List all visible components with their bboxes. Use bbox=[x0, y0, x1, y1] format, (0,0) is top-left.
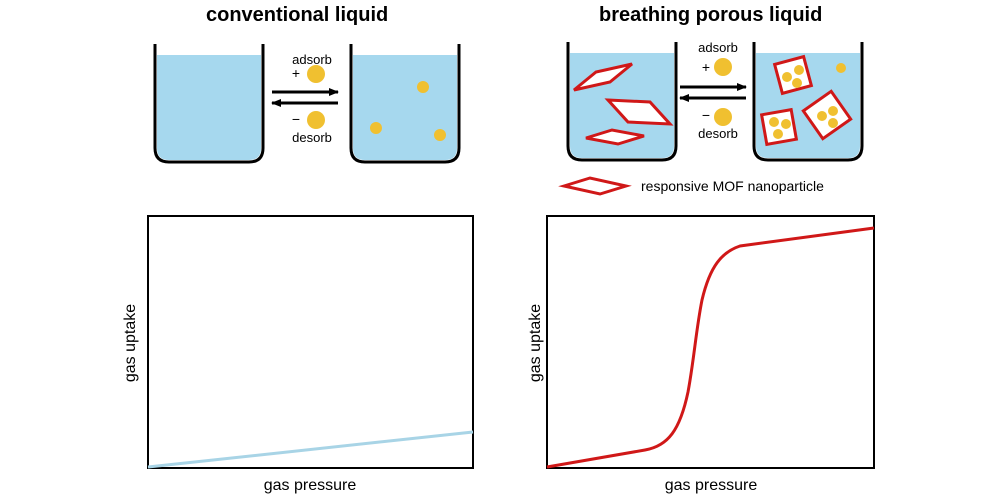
plus-sign-right: + bbox=[702, 59, 710, 75]
uptake-curve-left bbox=[147, 430, 474, 469]
conventional-liquid-title: conventional liquid bbox=[206, 4, 389, 26]
beaker-icon bbox=[349, 44, 461, 164]
legend-label: responsive MOF nanoparticle bbox=[641, 178, 824, 194]
gas-molecule-icon bbox=[307, 65, 325, 83]
gas-molecule-icon bbox=[370, 122, 382, 134]
y-axis-label-right: gas uptake bbox=[527, 304, 544, 382]
x-axis-label-left: gas pressure bbox=[264, 477, 357, 494]
desorb-label-right: desorb bbox=[698, 126, 738, 141]
mof-nanoparticle-icon bbox=[772, 54, 814, 96]
gas-molecule-icon bbox=[307, 111, 325, 129]
breathing-porous-liquid-title: breathing porous liquid bbox=[599, 4, 823, 26]
adsorb-label-left: adsorb bbox=[292, 52, 332, 67]
beaker-icon bbox=[153, 44, 265, 164]
adsorb-label-right: adsorb bbox=[698, 40, 738, 55]
minus-sign-left: − bbox=[292, 111, 300, 127]
minus-sign-right: − bbox=[702, 107, 710, 123]
mof-nanoparticle-icon bbox=[604, 98, 674, 126]
plus-sign-left: + bbox=[292, 65, 300, 81]
gas-molecule-icon bbox=[434, 129, 446, 141]
desorb-label-left: desorb bbox=[292, 130, 332, 145]
gas-molecule-icon bbox=[714, 108, 732, 126]
y-axis-label-left: gas uptake bbox=[122, 304, 139, 382]
plot-frame-left bbox=[147, 215, 474, 469]
uptake-curve-right bbox=[546, 226, 875, 469]
x-axis-label-right: gas pressure bbox=[665, 477, 758, 494]
mof-nanoparticle-icon bbox=[585, 128, 645, 146]
mof-nanoparticle-icon bbox=[573, 62, 633, 92]
gas-molecule-icon bbox=[836, 63, 846, 73]
mof-nanoparticle-icon bbox=[801, 89, 853, 141]
gas-molecule-icon bbox=[714, 58, 732, 76]
plot-frame-right bbox=[546, 215, 875, 469]
mof-nanoparticle-icon bbox=[558, 176, 632, 196]
gas-molecule-icon bbox=[417, 81, 429, 93]
mof-nanoparticle-icon bbox=[759, 107, 799, 147]
